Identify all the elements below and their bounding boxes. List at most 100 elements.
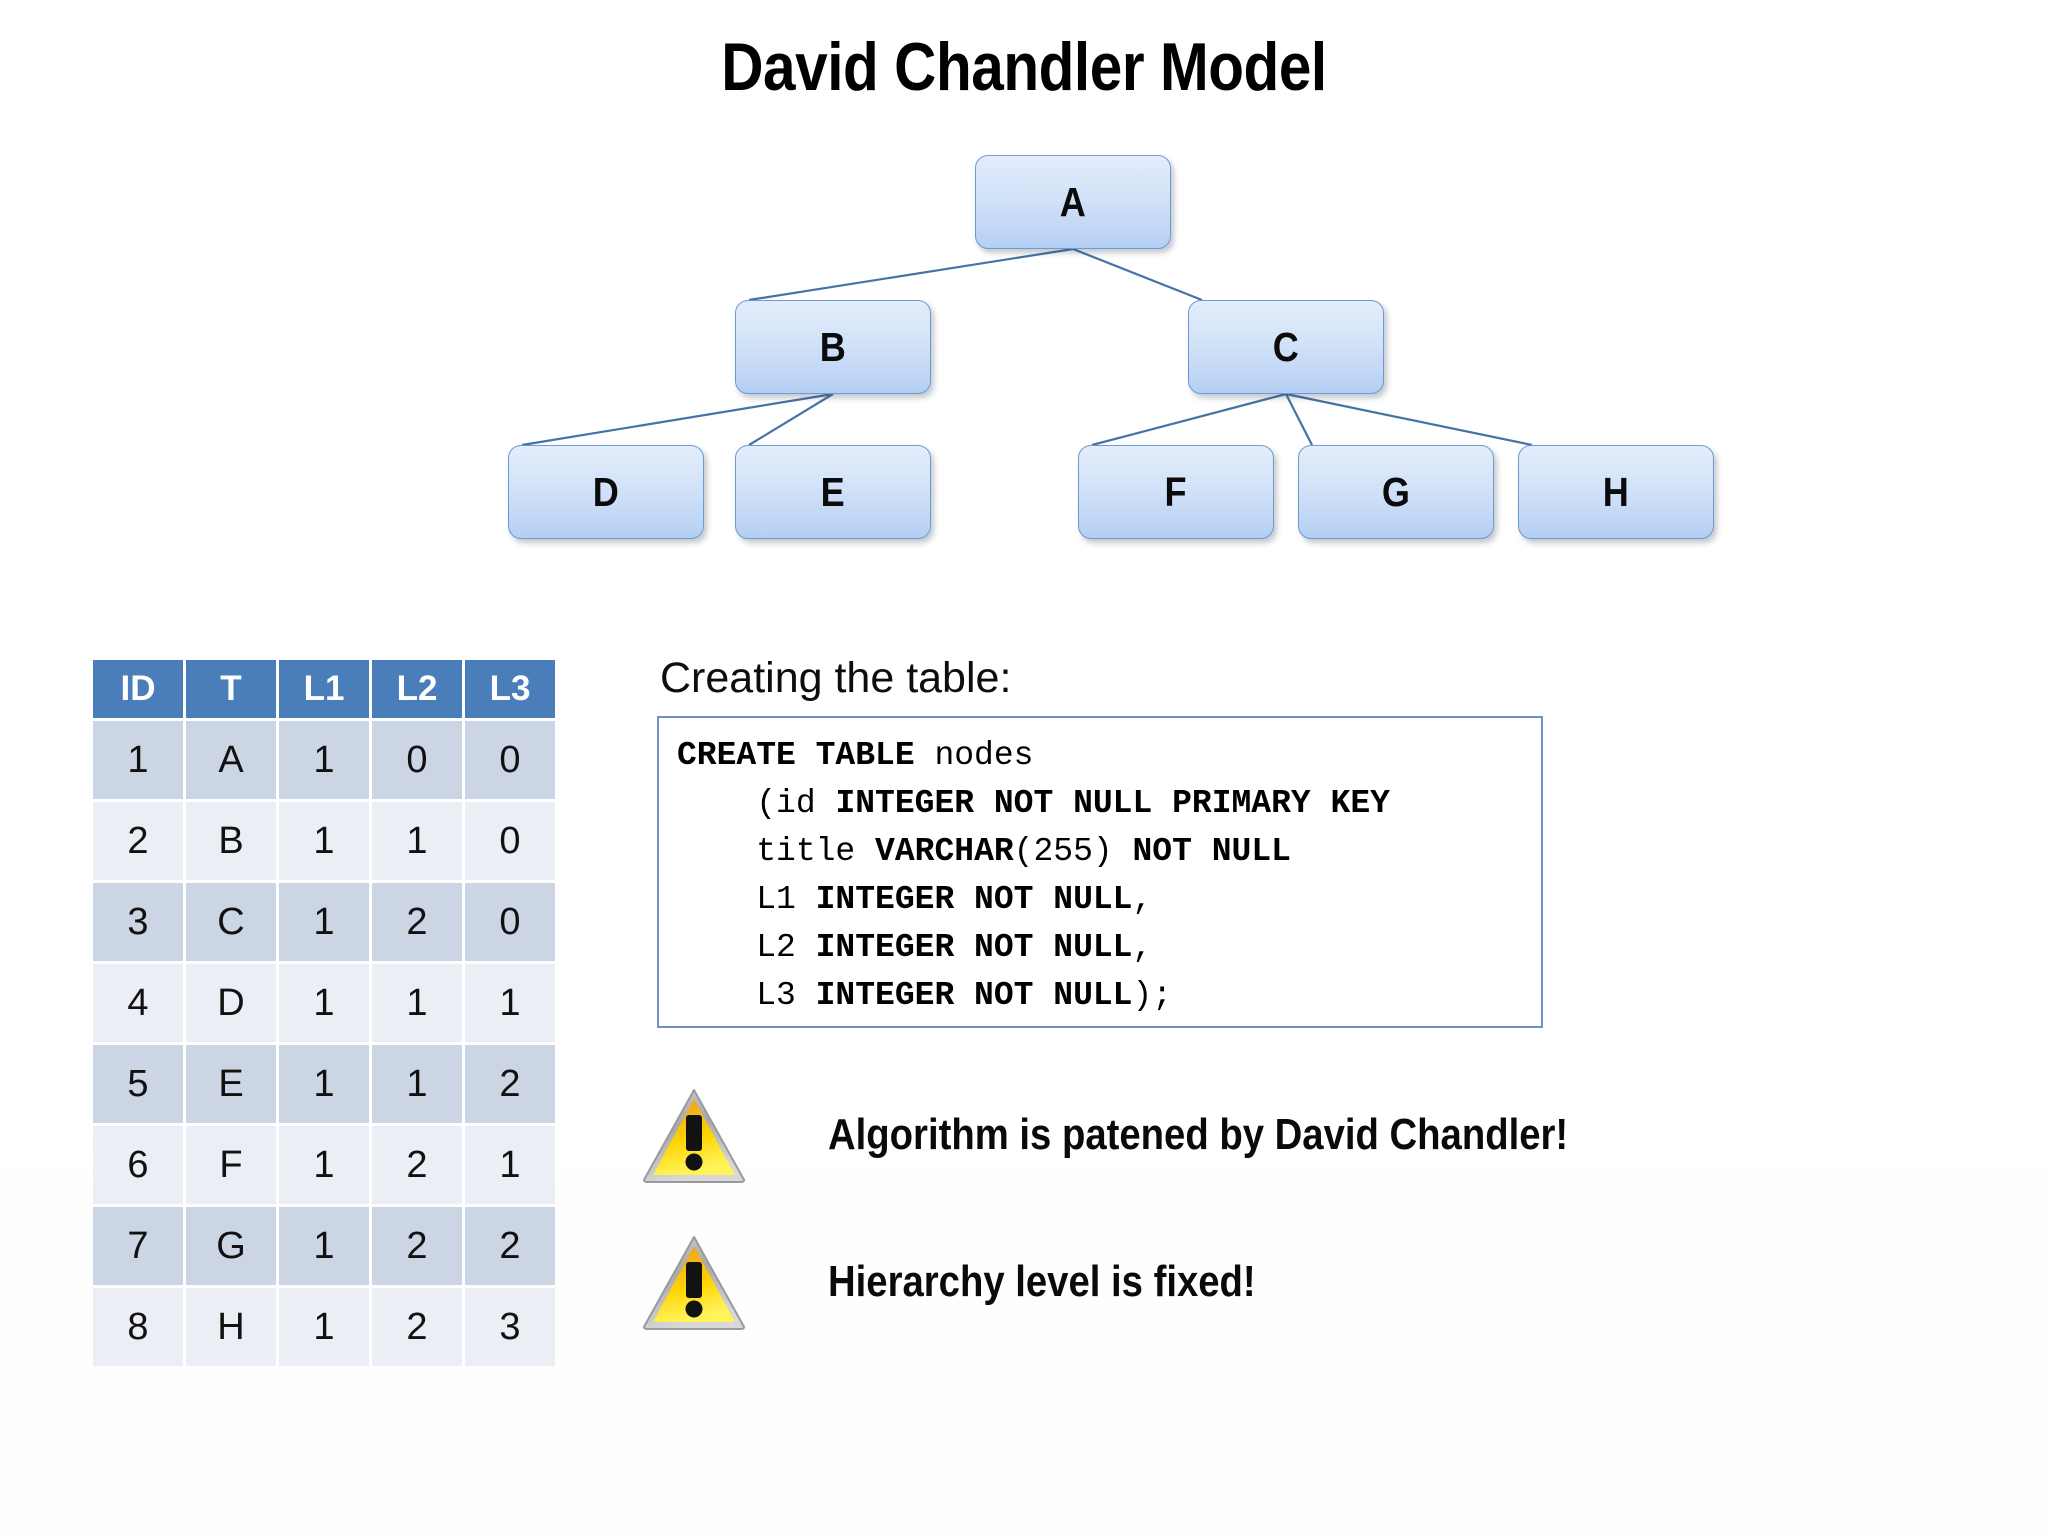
table-cell-t: G [186,1207,276,1285]
table-cell-id: 5 [93,1045,183,1123]
table-cell-l1: 1 [279,1288,369,1366]
creating-table-label: Creating the table: [660,654,1012,702]
table-cell-l2: 1 [372,802,462,880]
sql-keyword: INTEGER NOT NULL [815,977,1133,1014]
table-cell-l2: 2 [372,883,462,961]
tree-edge-b-e [748,393,834,446]
table-column-header-l3: L3 [465,660,555,718]
table-cell-t: A [186,721,276,799]
tree-edges [521,247,1533,447]
table-cell-l1: 1 [279,721,369,799]
table-cell-l3: 0 [465,721,555,799]
table-cell-l1: 1 [279,883,369,961]
table-cell-l2: 2 [372,1288,462,1366]
table-cell-l1: 1 [279,1207,369,1285]
tree-edge-a-c [1072,247,1203,302]
table-cell-l2: 1 [372,964,462,1042]
sql-identifier: (id [677,785,836,822]
table-cell-id: 3 [93,883,183,961]
tree-node-label: D [592,468,620,515]
table-cell-id: 2 [93,802,183,880]
sql-identifier: nodes [934,737,1034,774]
sql-identifier: (255) [1013,833,1133,870]
table-cell-t: E [186,1045,276,1123]
sql-identifier: L2 [677,929,816,966]
table-cell-l3: 0 [465,802,555,880]
page-title: David Chandler Model [721,29,1327,105]
table-column-header-id: ID [93,660,183,718]
warning-triangle-icon [643,1089,745,1183]
table-column-header-t: T [186,660,276,718]
table-cell-t: B [186,802,276,880]
table-cell-l3: 0 [465,883,555,961]
tree-node-label: H [1602,468,1630,515]
table-cell-t: C [186,883,276,961]
table-cell-l2: 2 [372,1126,462,1204]
table-column-header-l1: L1 [279,660,369,718]
tree-node-a[interactable]: A [975,155,1171,249]
table-cell-id: 7 [93,1207,183,1285]
table-cell-l2: 0 [372,721,462,799]
sql-keyword: VARCHAR [875,833,1014,870]
table-cell-l2: 2 [372,1207,462,1285]
table-cell-l3: 2 [465,1207,555,1285]
tree-node-c[interactable]: C [1188,300,1384,394]
tree-node-label: A [1059,178,1087,225]
table-cell-t: F [186,1126,276,1204]
warning-callout-1: Hierarchy level is fixed! [640,1232,1320,1332]
table-cell-l2: 1 [372,1045,462,1123]
tree-edge-c-h [1285,392,1533,447]
table-cell-t: D [186,964,276,1042]
warning-text: Algorithm is patened by David Chandler! [828,1110,1569,1159]
table-cell-l3: 1 [465,1126,555,1204]
tree-node-e[interactable]: E [735,445,931,539]
table-cell-id: 6 [93,1126,183,1204]
tree-node-label: G [1381,468,1411,515]
tree-node-label: C [1272,323,1300,370]
tree-edge-a-b [748,247,1074,302]
sql-keyword: NOT NULL [1132,833,1291,870]
tree-edge-c-g [1285,393,1313,446]
table-cell-l3: 2 [465,1045,555,1123]
table-cell-l3: 3 [465,1288,555,1366]
hierarchy-tree-diagram: A B C D E F G H [0,0,2048,600]
warning-callout-0: Algorithm is patened by David Chandler! [640,1085,1679,1185]
sql-identifier: , [1132,929,1153,966]
tree-node-d[interactable]: D [508,445,704,539]
warning-triangle-icon [643,1236,745,1330]
sql-keyword: INTEGER NOT NULL [815,929,1133,966]
tree-node-label: F [1164,468,1188,515]
warning-text: Hierarchy level is fixed! [828,1257,1256,1306]
tree-node-h[interactable]: H [1518,445,1714,539]
sql-identifier: ); [1132,977,1173,1014]
table-cell-id: 8 [93,1288,183,1366]
tree-edge-b-d [521,392,834,447]
sql-code-box: CREATE TABLE nodes (id INTEGER NOT NULL … [657,716,1543,1028]
sql-keyword: INTEGER NOT NULL PRIMARY KEY [835,785,1390,822]
table-cell-l3: 1 [465,964,555,1042]
table-cell-t: H [186,1288,276,1366]
tree-node-label: E [820,468,846,515]
sql-keyword: CREATE TABLE [677,737,935,774]
tree-node-f[interactable]: F [1078,445,1274,539]
sql-identifier: L1 [677,881,816,918]
table-cell-l1: 1 [279,1045,369,1123]
sql-identifier: title [677,833,876,870]
sql-keyword: INTEGER NOT NULL [815,881,1133,918]
table-cell-l1: 1 [279,1126,369,1204]
tree-node-g[interactable]: G [1298,445,1494,539]
table-cell-l1: 1 [279,964,369,1042]
sql-identifier: , [1132,881,1153,918]
tree-node-b[interactable]: B [735,300,931,394]
sql-code-block: CREATE TABLE nodes (id INTEGER NOT NULL … [677,732,1541,1020]
